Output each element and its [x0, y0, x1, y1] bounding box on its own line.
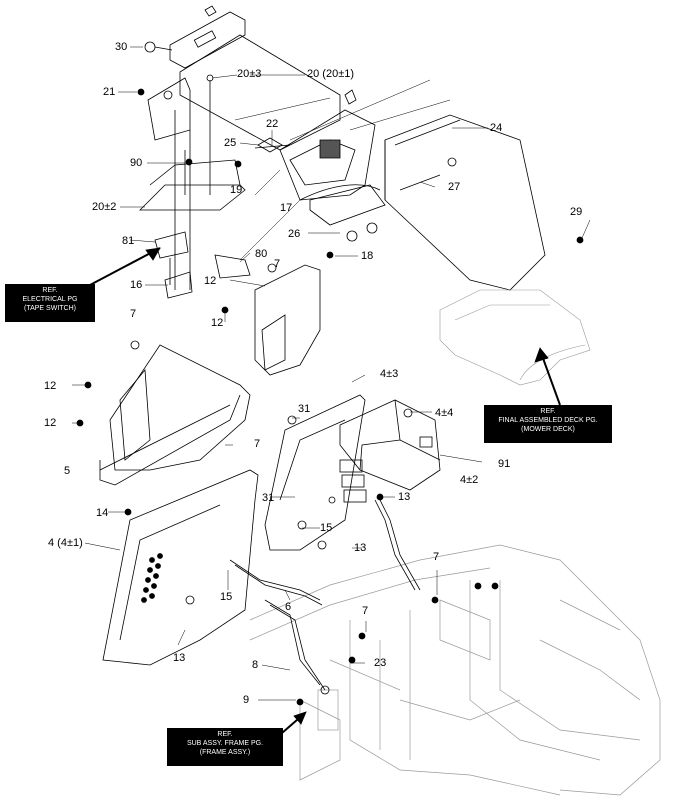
callout-25: 25	[224, 137, 237, 149]
callout-4-4: 4±4	[435, 407, 454, 419]
ref-electrical-line-1: REF.	[42, 287, 58, 294]
callout-20-2: 20±2	[92, 201, 117, 213]
top-bracket	[144, 5, 246, 69]
callout-12-b: 12	[211, 317, 224, 329]
callout-8: 8	[252, 659, 259, 671]
ref-mower-line-1: REF.	[540, 408, 556, 415]
ref-electrical-line-3: (TAPE SWITCH)	[24, 305, 76, 312]
callout-9: 9	[243, 694, 250, 706]
callout-19: 19	[230, 184, 243, 196]
callout-21: 21	[103, 86, 116, 98]
callout-6: 6	[285, 601, 292, 613]
callout-16: 16	[130, 279, 143, 291]
callout-24: 24	[490, 122, 503, 134]
left-side-plate	[102, 469, 259, 666]
callout-13-a: 13	[398, 491, 411, 503]
callout-26: 26	[288, 228, 301, 240]
callout-20-3: 20±3	[237, 68, 262, 80]
callout-81: 81	[122, 235, 135, 247]
callout-15-a: 15	[320, 522, 333, 534]
ref-frame-line-3: (FRAME ASSY.)	[199, 749, 251, 756]
callout-5: 5	[64, 465, 71, 477]
ref-electrical-box: REF. ELECTRICAL PG (TAPE SWITCH)	[5, 284, 95, 322]
callout-23: 23	[374, 657, 387, 669]
callout-29: 29	[570, 206, 583, 218]
callout-13-b: 13	[354, 542, 367, 554]
ref-frame-box: REF. SUB ASSY. FRAME PG. (FRAME ASSY.)	[167, 728, 283, 766]
callout-4-3: 4±3	[380, 368, 399, 380]
center-upper-plate	[254, 263, 321, 376]
center-plate	[264, 394, 366, 551]
callout-7-b: 7	[130, 308, 137, 320]
callout-4-1: 4 (4±1)	[48, 537, 83, 549]
frame-assembly	[249, 544, 661, 796]
callout-90: 90	[130, 157, 143, 169]
callout-12-a: 12	[204, 275, 217, 287]
callout-22: 22	[266, 118, 279, 130]
ref-electrical-line-2: ELECTRICAL PG	[22, 296, 78, 303]
callout-leaders	[72, 46, 591, 701]
leader-lines	[234, 79, 451, 261]
callout-7-a: 7	[274, 258, 281, 270]
ref-frame-line-1: REF.	[217, 731, 233, 738]
mower-deck	[439, 289, 591, 386]
chute-guard	[254, 89, 386, 242]
callout-13-c: 13	[173, 652, 186, 664]
ref-frame-line-2: SUB ASSY. FRAME PG.	[186, 740, 264, 747]
callout-17: 17	[280, 202, 293, 214]
callout-7-c: 7	[254, 438, 261, 450]
lower-bracket	[139, 150, 246, 211]
callout-91: 91	[498, 458, 511, 470]
terminal-blocks	[328, 459, 367, 504]
callout-12-d: 12	[44, 417, 57, 429]
callout-7-e: 7	[362, 605, 369, 617]
tape-switch-bracket	[154, 231, 251, 299]
ref-arrows	[89, 247, 561, 734]
callout-15-b: 15	[220, 591, 233, 603]
callout-14: 14	[96, 507, 109, 519]
callout-12-c: 12	[44, 380, 57, 392]
callout-30: 30	[115, 41, 128, 53]
callout-31-a: 31	[298, 403, 311, 415]
left-lever-plate	[99, 340, 251, 486]
callout-20: 20 (20±1)	[307, 68, 355, 80]
fasteners	[76, 88, 584, 706]
ref-mower-line-2: FINAL ASSEMBLED DECK PG.	[498, 417, 598, 424]
callout-7-d: 7	[433, 551, 440, 563]
deflector-shield	[384, 114, 546, 291]
ref-mower-line-3: (MOWER DECK)	[521, 426, 575, 433]
ref-mower-deck-box: REF. FINAL ASSEMBLED DECK PG. (MOWER DEC…	[484, 405, 612, 443]
callout-27: 27	[448, 181, 461, 193]
callout-18: 18	[361, 250, 374, 262]
callout-80: 80	[255, 248, 268, 260]
switch-box	[339, 399, 441, 491]
callout-31-b: 31	[262, 492, 275, 504]
callout-4-2: 4±2	[460, 474, 479, 486]
